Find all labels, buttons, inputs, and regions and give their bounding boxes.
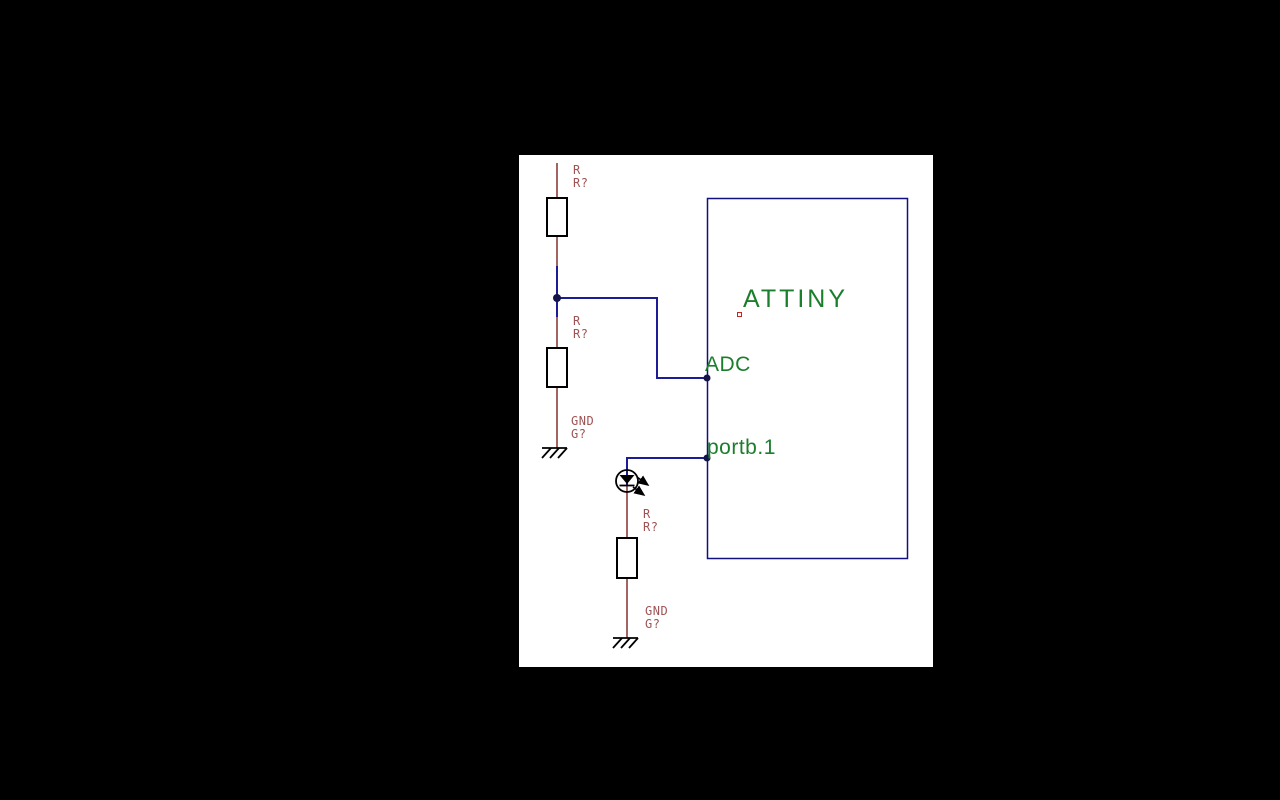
- junction-dot-portb1: [703, 454, 711, 462]
- gnd2-hatch-2: [620, 637, 631, 649]
- gnd2-reference-label[interactable]: G?: [645, 617, 661, 631]
- gnd1-type-label[interactable]: GND: [571, 414, 595, 428]
- r1-type-label[interactable]: R: [573, 163, 581, 177]
- pin-label-adc[interactable]: ADC: [705, 353, 751, 376]
- gnd2-type-label[interactable]: GND: [645, 604, 669, 618]
- schematic-drawing: [541, 163, 909, 649]
- component-pins: [556, 163, 628, 638]
- ic-attiny-body[interactable]: [706, 197, 909, 560]
- r1-reference-label[interactable]: R?: [573, 176, 589, 190]
- net-wires: [556, 266, 707, 485]
- ic-name-label[interactable]: ATTINY: [743, 285, 849, 313]
- junction-dots: [553, 294, 711, 462]
- r2-reference-label[interactable]: R?: [573, 327, 589, 341]
- ic-origin-marker: [737, 312, 742, 317]
- wire-to-adc-pin[interactable]: [557, 297, 707, 379]
- wire-portb1-to-led[interactable]: [626, 457, 707, 485]
- resistor-r1[interactable]: [546, 197, 568, 237]
- junction-dot-divider: [553, 294, 561, 302]
- gnd2-hatch-1: [612, 637, 623, 649]
- pin-label-portb1[interactable]: portb.1: [707, 436, 776, 459]
- led-emission-arrow-2: [632, 485, 646, 496]
- resistor-r2[interactable]: [546, 347, 568, 388]
- gnd1-hatch-1: [541, 447, 552, 459]
- gnd1-hatch-3: [557, 447, 568, 459]
- resistor-r3[interactable]: [616, 537, 638, 579]
- r3-type-label[interactable]: R: [643, 507, 651, 521]
- led-symbol[interactable]: [615, 469, 650, 496]
- ground-symbol-1[interactable]: [541, 447, 568, 459]
- gnd1-reference-label[interactable]: G?: [571, 427, 587, 441]
- resistors: [546, 197, 638, 579]
- gnd1-hatch-2: [549, 447, 560, 459]
- ground-symbol-2[interactable]: [612, 637, 639, 649]
- led-emission-arrow-1: [636, 475, 650, 486]
- schematic-canvas[interactable]: R R? R R? GND G? R R? GND G? ATTINY ADC …: [519, 155, 933, 667]
- gnd2-hatch-3: [628, 637, 639, 649]
- led-triangle: [619, 475, 635, 484]
- r2-type-label[interactable]: R: [573, 314, 581, 328]
- junction-dot-adc: [703, 374, 711, 382]
- r3-reference-label[interactable]: R?: [643, 520, 659, 534]
